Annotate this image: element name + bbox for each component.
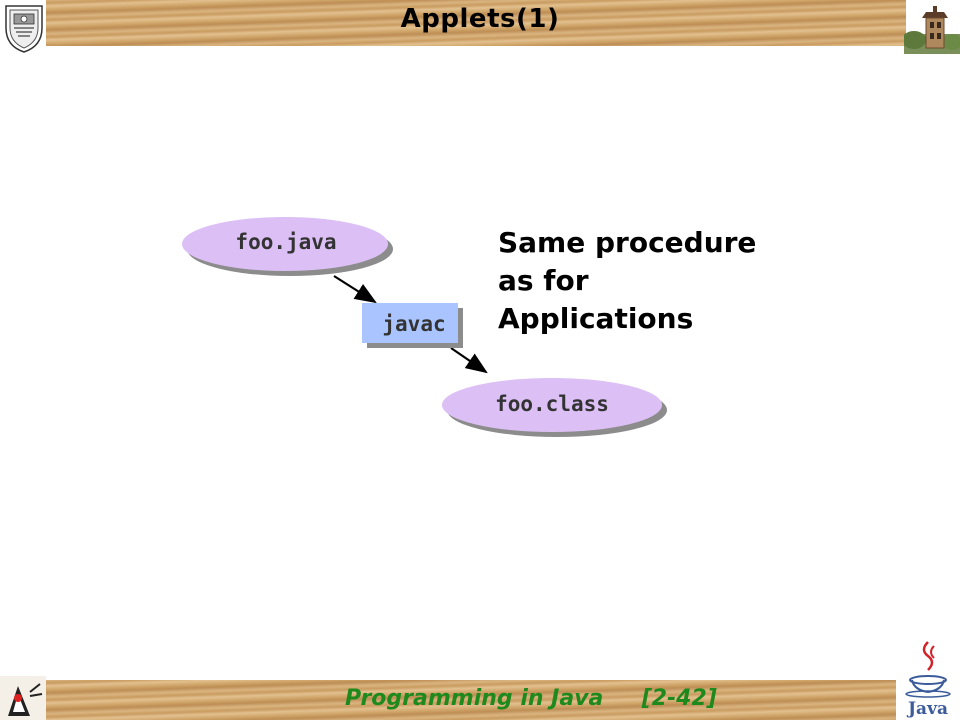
note-line-1: Same procedure	[498, 226, 757, 259]
arrow-source-to-compiler	[333, 275, 377, 304]
tower-icon	[904, 6, 960, 54]
class-file-node	[442, 378, 667, 437]
java-logo-icon: Java	[905, 641, 951, 719]
footer-caption: Programming in Java [2-42]	[345, 686, 717, 711]
footer-bar	[0, 676, 960, 720]
class-file-label: foo.class	[495, 392, 609, 416]
source-file-node	[182, 217, 393, 276]
source-file-label: foo.java	[235, 230, 337, 254]
note-line-2: as for	[498, 264, 589, 297]
java-logo-text: Java	[906, 699, 948, 719]
wood-banner-bottom	[46, 680, 896, 720]
note-line-3: Applications	[498, 302, 694, 335]
compiler-label: javac	[382, 312, 446, 336]
header-bar	[0, 0, 960, 48]
university-crest-icon	[5, 5, 43, 53]
arrow-compiler-to-output	[450, 347, 488, 374]
compiler-node	[362, 303, 463, 348]
procedure-note: Same procedure as for Applications	[498, 224, 756, 338]
wood-banner-top	[46, 0, 906, 46]
duke-mascot-icon	[0, 676, 46, 720]
slide-title: Applets(1)	[400, 4, 560, 34]
